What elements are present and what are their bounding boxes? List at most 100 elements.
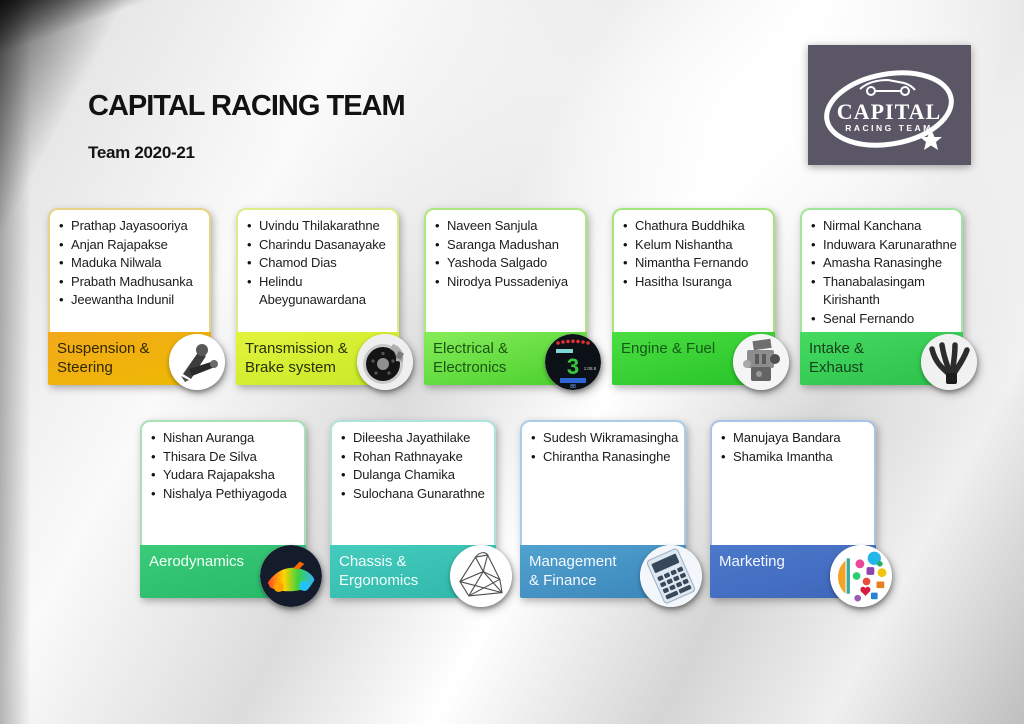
member-name: Nimantha Fernando xyxy=(622,254,769,273)
member-names: Uvindu ThilakarathneCharindu DasanayakeC… xyxy=(238,210,397,310)
member-name: Dileesha Jayathilake xyxy=(340,429,490,448)
engine-badge xyxy=(733,334,789,390)
page-subtitle: Team 2020-21 xyxy=(88,143,195,162)
social-media-badge xyxy=(830,545,892,607)
member-name: Helindu Abeygunawardana xyxy=(246,273,393,310)
race-car-icon xyxy=(859,78,916,96)
member-name: Charindu Dasanayake xyxy=(246,236,393,255)
member-list: Sudesh WikramasinghaChirantha Ranasinghe xyxy=(520,420,686,545)
member-name: Hasitha Isuranga xyxy=(622,273,769,292)
member-name: Uvindu Thilakarathne xyxy=(246,217,393,236)
suspension-badge xyxy=(169,334,225,390)
member-list: Uvindu ThilakarathneCharindu DasanayakeC… xyxy=(236,208,399,332)
social-media-icon xyxy=(830,545,892,607)
department-name: Transmission & Brake system xyxy=(245,340,348,376)
member-name: Chamod Dias xyxy=(246,254,393,273)
department-name: Aerodynamics xyxy=(149,553,245,570)
svg-text:88: 88 xyxy=(570,384,576,390)
member-name: Jeewantha Indunil xyxy=(58,291,205,310)
team-card: Nishan AurangaThisara De SilvaYudara Raj… xyxy=(140,420,322,607)
member-name: Nirodya Pussadeniya xyxy=(434,273,581,292)
chassis-wireframe-badge xyxy=(450,545,512,607)
dashboard-badge: 3 1:08.8 88 xyxy=(545,334,601,390)
member-name: Senal Fernando xyxy=(810,310,957,329)
member-names: Nirmal KanchanaInduwara KarunarathneAmas… xyxy=(802,210,961,328)
member-name: Yashoda Salgado xyxy=(434,254,581,273)
member-name: Manujaya Bandara xyxy=(720,429,870,448)
member-names: Sudesh WikramasinghaChirantha Ranasinghe xyxy=(522,422,684,466)
member-list: Dileesha JayathilakeRohan RathnayakeDula… xyxy=(330,420,496,545)
member-name: Prabath Madhusanka xyxy=(58,273,205,292)
member-name: Saranga Madushan xyxy=(434,236,581,255)
member-list: Prathap JayasooriyaAnjan RajapakseMaduka… xyxy=(48,208,211,332)
brake-disc-badge xyxy=(357,334,413,390)
svg-text:1:08.8: 1:08.8 xyxy=(584,366,597,371)
team-card: Manujaya BandaraShamika Imantha Marketin… xyxy=(710,420,892,607)
cfd-car-badge xyxy=(260,545,322,607)
star-icon xyxy=(920,129,942,150)
svg-text:3: 3 xyxy=(567,354,579,379)
department-name: Electrical & Electronics xyxy=(433,340,509,376)
logo-line2: RACING TEAM xyxy=(845,123,932,133)
calculator-badge xyxy=(640,545,702,607)
team-card: Naveen SanjulaSaranga MadushanYashoda Sa… xyxy=(424,208,601,390)
cfd-car-icon xyxy=(260,545,322,607)
member-name: Kelum Nishantha xyxy=(622,236,769,255)
brake-disc-icon xyxy=(357,334,413,390)
member-list: Manujaya BandaraShamika Imantha xyxy=(710,420,876,545)
member-name: Dulanga Chamika xyxy=(340,466,490,485)
member-names: Dileesha JayathilakeRohan RathnayakeDula… xyxy=(332,422,494,503)
member-names: Chathura BuddhikaKelum NishanthaNimantha… xyxy=(614,210,773,291)
team-card: Dileesha JayathilakeRohan RathnayakeDula… xyxy=(330,420,512,607)
suspension-icon xyxy=(169,334,225,390)
card-row-top: Prathap JayasooriyaAnjan RajapakseMaduka… xyxy=(48,208,977,390)
team-card: Nirmal KanchanaInduwara KarunarathneAmas… xyxy=(800,208,977,390)
exhaust-icon xyxy=(921,334,977,390)
department-name: Management & Finance xyxy=(529,553,617,589)
department-name: Suspension & Steering xyxy=(57,340,150,376)
department-name: Chassis & Ergonomics xyxy=(339,553,419,589)
member-name: Amasha Ranasinghe xyxy=(810,254,957,273)
team-card: Sudesh WikramasinghaChirantha Ranasinghe… xyxy=(520,420,702,607)
member-name: Thisara De Silva xyxy=(150,448,300,467)
member-name: Sulochana Gunarathne xyxy=(340,485,490,504)
page-title: CAPITAL RACING TEAM xyxy=(88,90,406,122)
member-name: Rohan Rathnayake xyxy=(340,448,490,467)
calculator-icon xyxy=(640,545,702,607)
member-name: Chirantha Ranasinghe xyxy=(530,448,680,467)
team-card: Chathura BuddhikaKelum NishanthaNimantha… xyxy=(612,208,789,390)
member-names: Manujaya BandaraShamika Imantha xyxy=(712,422,874,466)
member-list: Naveen SanjulaSaranga MadushanYashoda Sa… xyxy=(424,208,587,332)
capital-racing-logo-icon: CAPITAL RACING TEAM xyxy=(824,70,954,150)
member-list: Nishan AurangaThisara De SilvaYudara Raj… xyxy=(140,420,306,545)
member-name: Chathura Buddhika xyxy=(622,217,769,236)
chassis-wireframe-icon xyxy=(450,545,512,607)
member-name: Nishalya Pethiyagoda xyxy=(150,485,300,504)
member-name: Thanabalasingam Kirishanth xyxy=(810,273,957,310)
member-names: Prathap JayasooriyaAnjan RajapakseMaduka… xyxy=(50,210,209,310)
member-list: Nirmal KanchanaInduwara KarunarathneAmas… xyxy=(800,208,963,332)
member-name: Nishan Auranga xyxy=(150,429,300,448)
department-name: Engine & Fuel xyxy=(621,340,716,357)
dashboard-icon: 3 1:08.8 88 xyxy=(545,334,601,390)
exhaust-badge xyxy=(921,334,977,390)
member-name: Maduka Nilwala xyxy=(58,254,205,273)
department-name: Marketing xyxy=(719,553,785,570)
member-names: Naveen SanjulaSaranga MadushanYashoda Sa… xyxy=(426,210,585,291)
member-name: Prathap Jayasooriya xyxy=(58,217,205,236)
member-name: Anjan Rajapakse xyxy=(58,236,205,255)
member-name: Nirmal Kanchana xyxy=(810,217,957,236)
member-name: Naveen Sanjula xyxy=(434,217,581,236)
logo-line1: CAPITAL xyxy=(837,99,941,124)
member-list: Chathura BuddhikaKelum NishanthaNimantha… xyxy=(612,208,775,332)
member-name: Induwara Karunarathne xyxy=(810,236,957,255)
member-names: Nishan AurangaThisara De SilvaYudara Raj… xyxy=(142,422,304,503)
team-card: Uvindu ThilakarathneCharindu DasanayakeC… xyxy=(236,208,413,390)
department-name: Intake & Exhaust xyxy=(809,340,865,376)
team-logo: CAPITAL RACING TEAM xyxy=(808,45,971,165)
engine-icon xyxy=(733,334,789,390)
member-name: Yudara Rajapaksha xyxy=(150,466,300,485)
team-card: Prathap JayasooriyaAnjan RajapakseMaduka… xyxy=(48,208,225,390)
card-row-bottom: Nishan AurangaThisara De SilvaYudara Raj… xyxy=(140,420,892,607)
member-name: Shamika Imantha xyxy=(720,448,870,467)
